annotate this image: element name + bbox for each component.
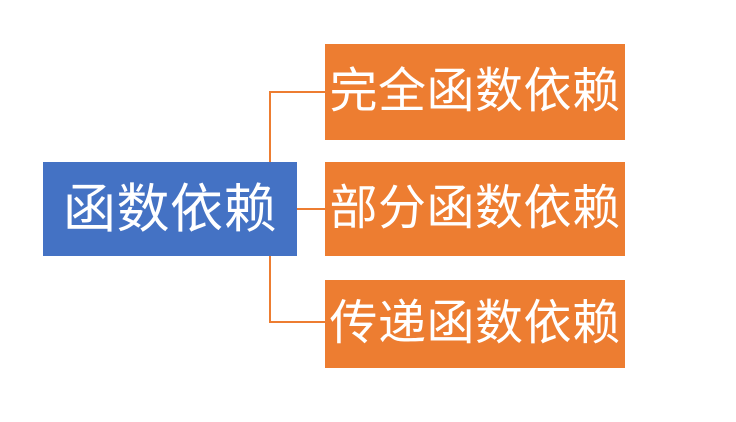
node-root-label: 函数依赖 (63, 179, 277, 239)
node-child-complete-functional-dependency[interactable]: 完全函数依赖 (325, 44, 625, 140)
node-child-0-label: 完全函数依赖 (329, 65, 621, 118)
node-child-2-label: 传递函数依赖 (329, 297, 621, 350)
connector-root-to-child-2-horizontal (269, 321, 326, 323)
connector-root-to-child-0-horizontal (269, 91, 326, 93)
node-child-1-label: 部分函数依赖 (329, 182, 621, 235)
node-root[interactable]: 函数依赖 (43, 162, 297, 256)
connector-root-to-child-0-vertical (269, 92, 271, 163)
connector-root-to-child-1-horizontal (297, 208, 326, 210)
node-child-partial-functional-dependency[interactable]: 部分函数依赖 (325, 162, 625, 256)
node-child-transitive-functional-dependency[interactable]: 传递函数依赖 (325, 280, 625, 368)
connector-root-to-child-2-vertical (269, 256, 271, 323)
